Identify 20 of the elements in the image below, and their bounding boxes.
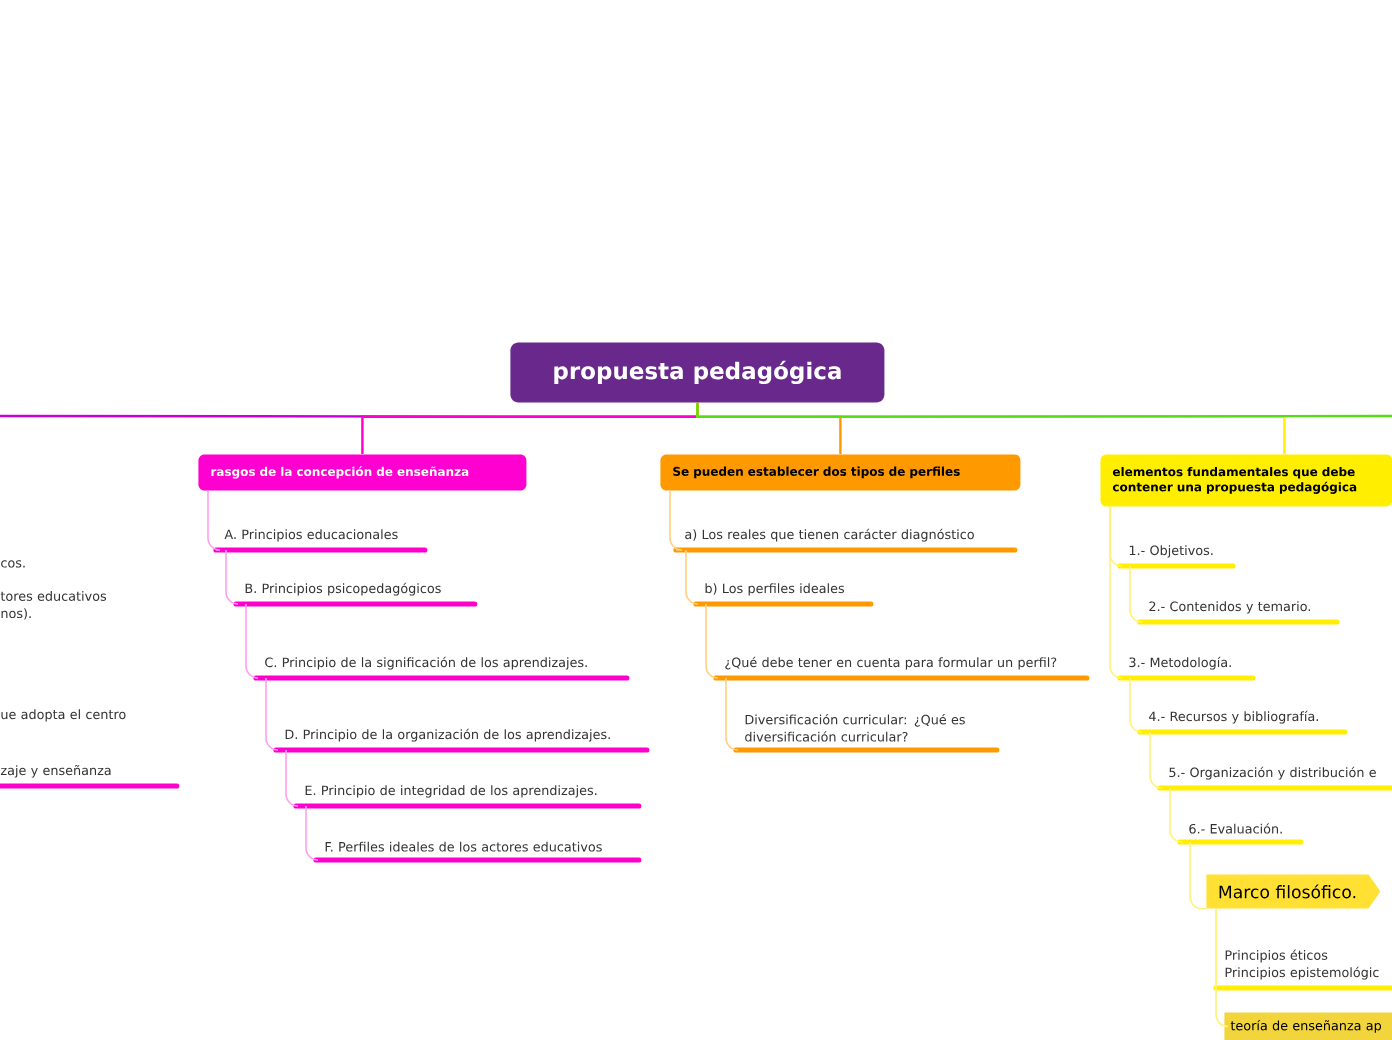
central-topic-box: propuesta pedagógica [510, 342, 885, 403]
connector-line [1215, 908, 1229, 1028]
connector-line [705, 603, 719, 679]
connector-line [305, 805, 319, 861]
connector-line [285, 749, 299, 807]
connector-line [1149, 731, 1163, 789]
connector-line [1129, 677, 1143, 733]
connector-line [1169, 787, 1183, 843]
connector-line [669, 490, 683, 551]
connector-line [1129, 565, 1143, 623]
connector-line [245, 603, 259, 679]
floating-topic-box: Marco filosófico. [1206, 874, 1381, 909]
connector-line [696, 402, 1392, 418]
connector-line [685, 549, 699, 605]
connector-line [225, 549, 239, 605]
connector-line [207, 490, 221, 551]
connector-line [1189, 841, 1207, 910]
connector-line [1109, 506, 1123, 679]
connector-line [725, 677, 739, 751]
connector-line [265, 677, 279, 751]
